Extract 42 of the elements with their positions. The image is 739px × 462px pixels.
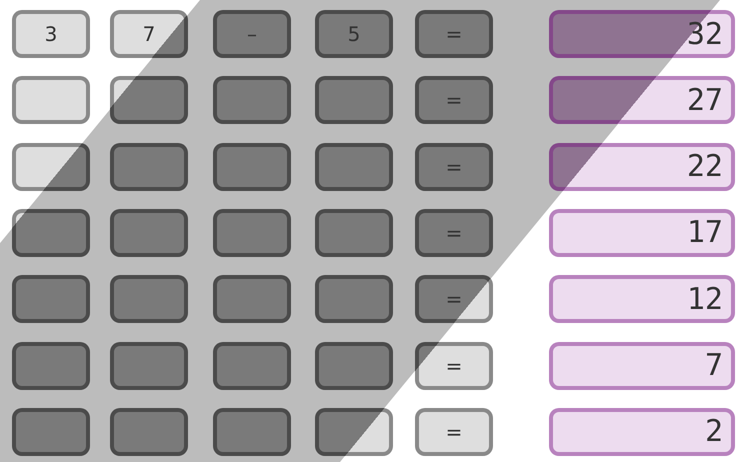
calculator-key: [213, 408, 291, 456]
calculator-key: 3: [12, 10, 90, 58]
calculator-key: =: [415, 342, 493, 390]
calculator-key: [315, 408, 393, 456]
result-display: 12: [549, 275, 735, 324]
calculator-key: [213, 342, 291, 390]
calculator-key: [110, 208, 188, 257]
calculator-key: [110, 342, 188, 390]
calculator-key: =: [415, 208, 493, 257]
calculator-key: 7: [110, 10, 188, 58]
calculator-key: [315, 208, 393, 257]
calculator-key: –: [213, 10, 291, 58]
calculator-key: [12, 208, 90, 257]
calculator-key: [110, 275, 188, 324]
calculator-key: [315, 76, 393, 124]
calculator-key: [12, 275, 90, 324]
calculator-key: [110, 408, 188, 456]
calculator-key: [315, 275, 393, 324]
calculator-key: =: [415, 142, 493, 191]
calculator-key: [12, 408, 90, 456]
calculator-key: [110, 142, 188, 191]
calculator-key: [213, 76, 291, 124]
result-display: 32: [549, 10, 735, 58]
calculator-key: [315, 342, 393, 390]
result-display: 17: [549, 208, 735, 257]
calculator-key: [12, 76, 90, 124]
calculator-key: =: [415, 275, 493, 324]
calculator-key: 5: [315, 10, 393, 58]
result-display: 27: [549, 76, 735, 124]
calculator-key: [213, 208, 291, 257]
calculator-key: =: [415, 10, 493, 58]
calculator-key: =: [415, 408, 493, 456]
calculator-key: [12, 142, 90, 191]
calculator-key: [213, 142, 291, 191]
calculator-key: [110, 76, 188, 124]
result-display: 22: [549, 142, 735, 191]
calculator-key: [12, 342, 90, 390]
calculator-key: [213, 275, 291, 324]
calculator-key: =: [415, 76, 493, 124]
result-display: 7: [549, 342, 735, 390]
calculator-key: [315, 142, 393, 191]
result-display: 2: [549, 408, 735, 456]
